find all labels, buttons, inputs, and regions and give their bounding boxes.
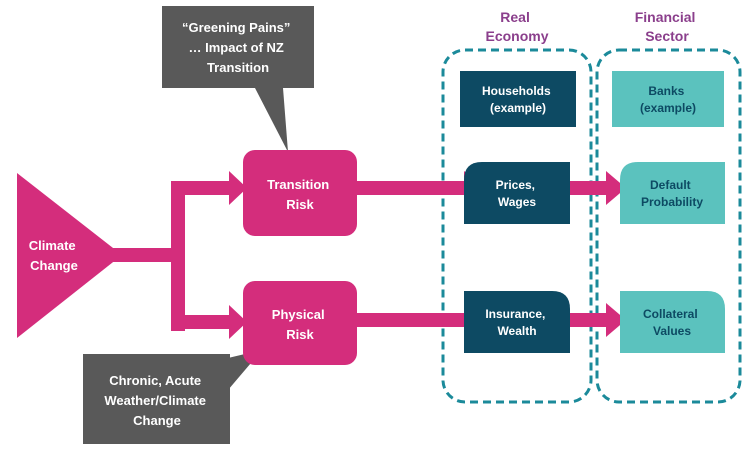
collateral-values-label: Collateral Values — [643, 307, 701, 338]
greening-pains-callout — [162, 6, 314, 88]
chronic-acute-text: Chronic, Acute Weather/Climate Change — [104, 373, 209, 428]
transition-risk-label: Transition Risk — [267, 177, 333, 212]
split-connector — [112, 171, 247, 339]
banks-box — [612, 71, 724, 127]
greening-pains-callout-pointer — [255, 88, 288, 152]
physical-risk-box — [243, 281, 357, 365]
financial-sector-container — [595, 48, 742, 404]
arrow-insurance-to-collateral — [569, 303, 626, 337]
households-label: Households (example) — [482, 84, 554, 115]
default-probability-label: Default Probability — [641, 178, 703, 209]
physical-risk-label: Physical Risk — [272, 307, 328, 342]
real-economy-container — [441, 48, 593, 404]
banks-label: Banks (example) — [640, 84, 696, 115]
prices-wages-box — [464, 162, 570, 224]
collateral-values-box — [620, 291, 725, 353]
transition-risk-box — [243, 150, 357, 236]
insurance-wealth-label: Insurance, Wealth — [485, 307, 548, 338]
real-economy-header: Real Economy — [485, 9, 548, 44]
prices-wages-label: Prices, Wages — [496, 178, 539, 209]
greening-pains-text: “Greening Pains” … Impact of NZ Transiti… — [182, 20, 294, 75]
households-box — [460, 71, 576, 127]
arrow-prices-to-default — [569, 171, 626, 205]
climate-change-label: Climate Change — [29, 238, 80, 273]
climate-change-triangle — [17, 173, 122, 338]
default-probability-box — [620, 162, 725, 224]
financial-sector-header: Financial Sector — [635, 9, 700, 44]
insurance-wealth-box — [464, 291, 570, 353]
chronic-acute-callout — [83, 354, 230, 444]
